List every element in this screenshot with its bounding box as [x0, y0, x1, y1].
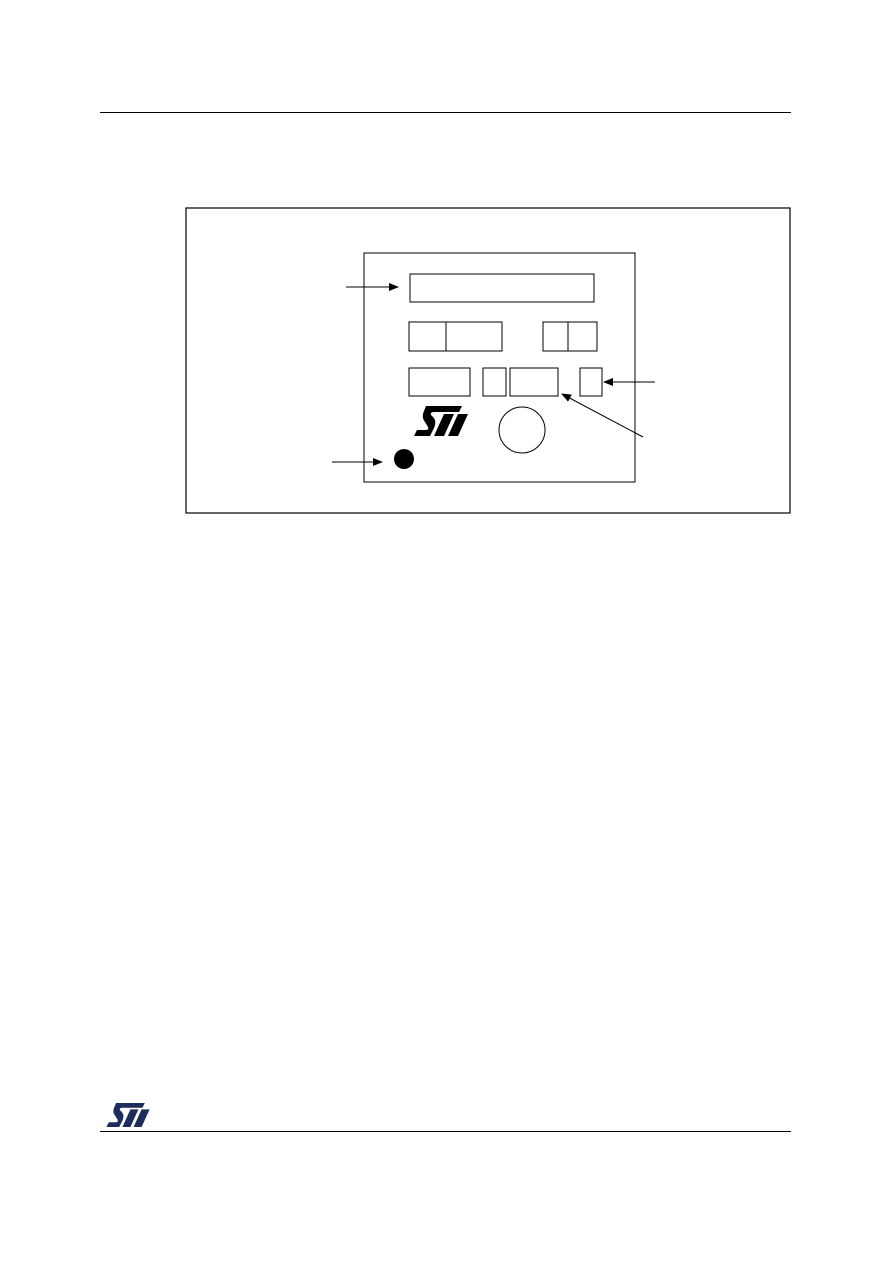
marking-field-line3-b: [482, 367, 507, 397]
marking-field-line3-c: [509, 367, 559, 397]
marking-field-line3-d: [579, 367, 603, 397]
marking-field-line2-a: [408, 321, 447, 352]
filled-circle-icon: [394, 449, 414, 469]
marking-field-line2-d: [567, 321, 598, 352]
header-rule: [100, 112, 791, 113]
st-logo-icon: [414, 406, 468, 436]
marking-field-line3-a: [408, 367, 471, 397]
marking-field-line2-c: [542, 321, 569, 352]
callout-arrow-line3-field: [561, 393, 644, 438]
circle-outline-icon: [498, 406, 546, 454]
marking-field-line1: [409, 273, 595, 303]
footer-rule: [100, 1131, 791, 1132]
package-outline: [363, 252, 636, 483]
figure-frame: [185, 207, 791, 514]
marking-field-line2-b: [445, 321, 503, 352]
st-logo-icon: [106, 1103, 150, 1127]
